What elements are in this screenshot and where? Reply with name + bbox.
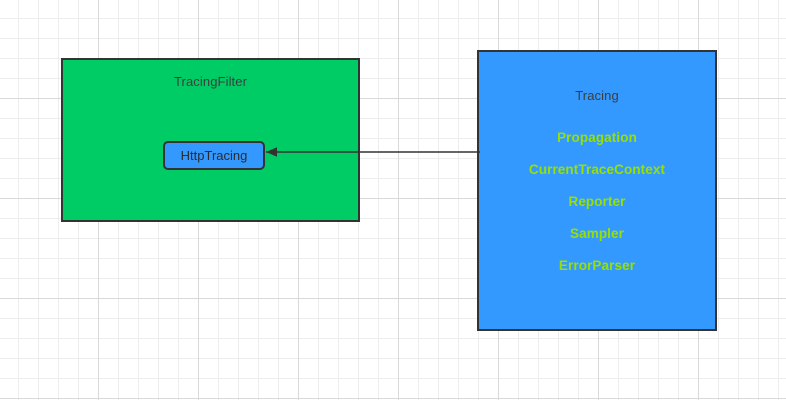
node-title-tracing-filter: TracingFilter (173, 74, 248, 89)
member-item-sampler: Sampler (570, 226, 624, 241)
member-item-propagation: Propagation (557, 130, 637, 145)
member-item-reporter: Reporter (568, 194, 626, 209)
node-tracing[interactable]: Tracing Propagation CurrentTraceContext … (477, 50, 717, 331)
member-item-currenttracecontext: CurrentTraceContext (528, 162, 666, 177)
node-title-tracing: Tracing (575, 88, 619, 103)
node-label-http-tracing: HttpTracing (180, 148, 248, 163)
member-item-errorparser: ErrorParser (558, 258, 636, 273)
node-http-tracing[interactable]: HttpTracing (163, 141, 265, 170)
node-tracing-filter[interactable]: TracingFilter HttpTracing (61, 58, 360, 222)
edge-tracing-to-http-tracing[interactable] (255, 138, 485, 166)
member-list-tracing: Propagation CurrentTraceContext Reporter… (479, 122, 715, 282)
